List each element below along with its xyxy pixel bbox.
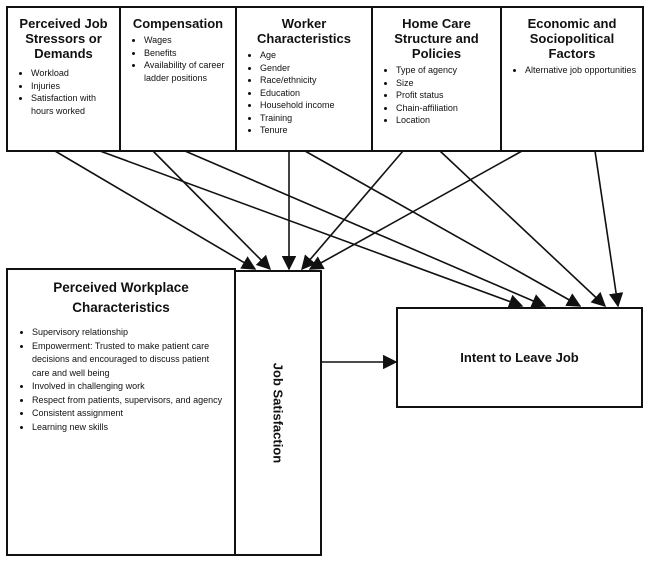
arrow-worker-to-intent [304, 150, 582, 307]
list-item: Learning new skills [32, 421, 228, 435]
list-item: Wages [144, 34, 230, 47]
list-item: Supervisory relationship [32, 326, 228, 340]
box-title: Economic and Sociopolitical Factors [527, 16, 617, 61]
box-economic-factors: Economic and Sociopolitical Factors Alte… [500, 6, 644, 152]
arrow-compensation-to-satisfaction [152, 150, 272, 271]
list-item: Education [260, 87, 366, 100]
box-title: Worker Characteristics [257, 16, 351, 46]
arrow-economic-to-intent [594, 150, 624, 308]
box-home-care-structure: Home Care Structure and Policies Type of… [371, 6, 502, 152]
list-item: Size [396, 77, 495, 90]
list-item: Respect from patients, supervisors, and … [32, 394, 228, 408]
list-item: Benefits [144, 47, 230, 60]
list-item: Empowerment: Trusted to make patient car… [32, 340, 228, 381]
arrow-economic-to-satisfaction [308, 150, 523, 270]
box-title: Perceived Job Stressors or Demands [19, 16, 108, 61]
arrow-compensation-to-intent [184, 150, 547, 308]
list-item: Availability of career ladder positions [144, 59, 230, 84]
box-title: Compensation [132, 16, 224, 31]
list-item: Household income [260, 99, 366, 112]
list-item: Race/ethnicity [260, 74, 366, 87]
list-item: Gender [260, 62, 366, 75]
list-item: Workload [31, 67, 114, 80]
box-title: Perceived Workplace Characteristics [53, 280, 189, 315]
intent-to-leave-label: Intent to Leave Job [460, 350, 579, 365]
list-item: Age [260, 49, 366, 62]
list-item: Tenure [260, 124, 366, 137]
job-satisfaction-label: Job Satisfaction [270, 362, 286, 464]
arrow-stressors-to-intent [99, 150, 524, 309]
list-item: Alternative job opportunities [525, 64, 637, 77]
box-compensation: Compensation Wages Benefits Availability… [119, 6, 237, 152]
arrow-homecare-to-satisfaction [301, 150, 404, 271]
list-item: Profit status [396, 89, 495, 102]
box-workplace-characteristics: Perceived Workplace Characteristics Supe… [6, 268, 236, 556]
list-item: Injuries [31, 80, 114, 93]
list-item: Chain-affiliation [396, 102, 495, 115]
box-intent-to-leave: Intent to Leave Job [396, 307, 643, 408]
list-item: Training [260, 112, 366, 125]
box-job-stressors: Perceived Job Stressors or Demands Workl… [6, 6, 121, 152]
list-item: Location [396, 114, 495, 127]
box-title: Home Care Structure and Policies [394, 16, 479, 61]
list-item: Consistent assignment [32, 407, 228, 421]
list-item: Satisfaction with hours worked [31, 92, 114, 117]
box-worker-characteristics: Worker Characteristics Age Gender Race/e… [235, 6, 373, 152]
box-job-satisfaction: Job Satisfaction [234, 270, 322, 556]
list-item: Involved in challenging work [32, 380, 228, 394]
arrow-homecare-to-intent [439, 150, 607, 307]
arrow-stressors-to-satisfaction [54, 150, 257, 270]
list-item: Type of agency [396, 64, 495, 77]
